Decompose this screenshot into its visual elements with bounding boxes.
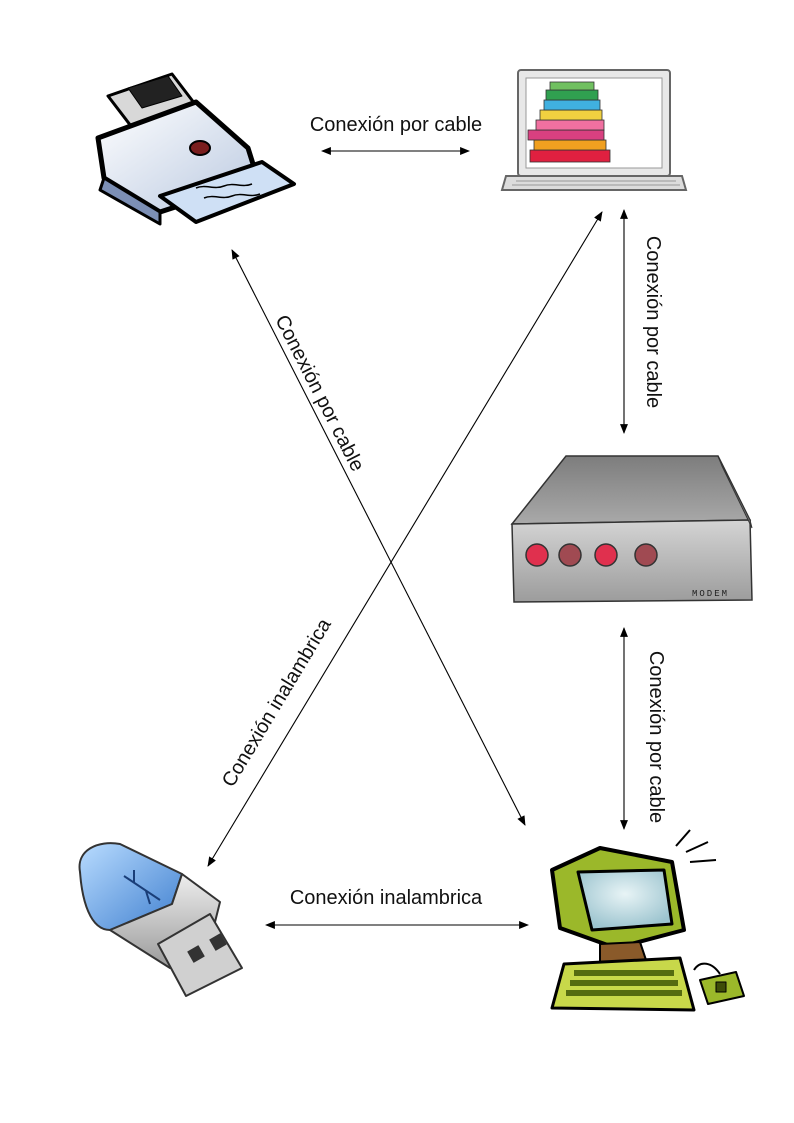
desktop-computer-icon <box>550 829 745 1012</box>
connection-printer-laptop: Conexión por cable <box>310 114 482 155</box>
connection-modem-desktop: Conexión por cable <box>620 627 667 830</box>
connection-label: Conexión por cable <box>645 651 667 823</box>
printer-icon <box>95 72 296 226</box>
modem-brand-text: MODEM <box>692 589 729 599</box>
connection-label: Conexión inalambrica <box>290 887 483 909</box>
connection-printer-desktop: Conexión por cable <box>231 249 526 826</box>
connection-label: Conexión por cable <box>310 114 482 136</box>
connection-usb-desktop: Conexión inalambrica <box>265 887 529 929</box>
connection-laptop-modem: Conexión por cable <box>620 209 664 434</box>
connection-label: Conexión por cable <box>642 236 664 408</box>
laptop-icon <box>500 69 688 191</box>
usb-drive-icon <box>78 842 243 997</box>
connection-label: Conexión inalambrica <box>218 614 336 791</box>
connection-label: Conexión por cable <box>270 312 368 476</box>
modem-icon: MODEM <box>510 455 753 603</box>
